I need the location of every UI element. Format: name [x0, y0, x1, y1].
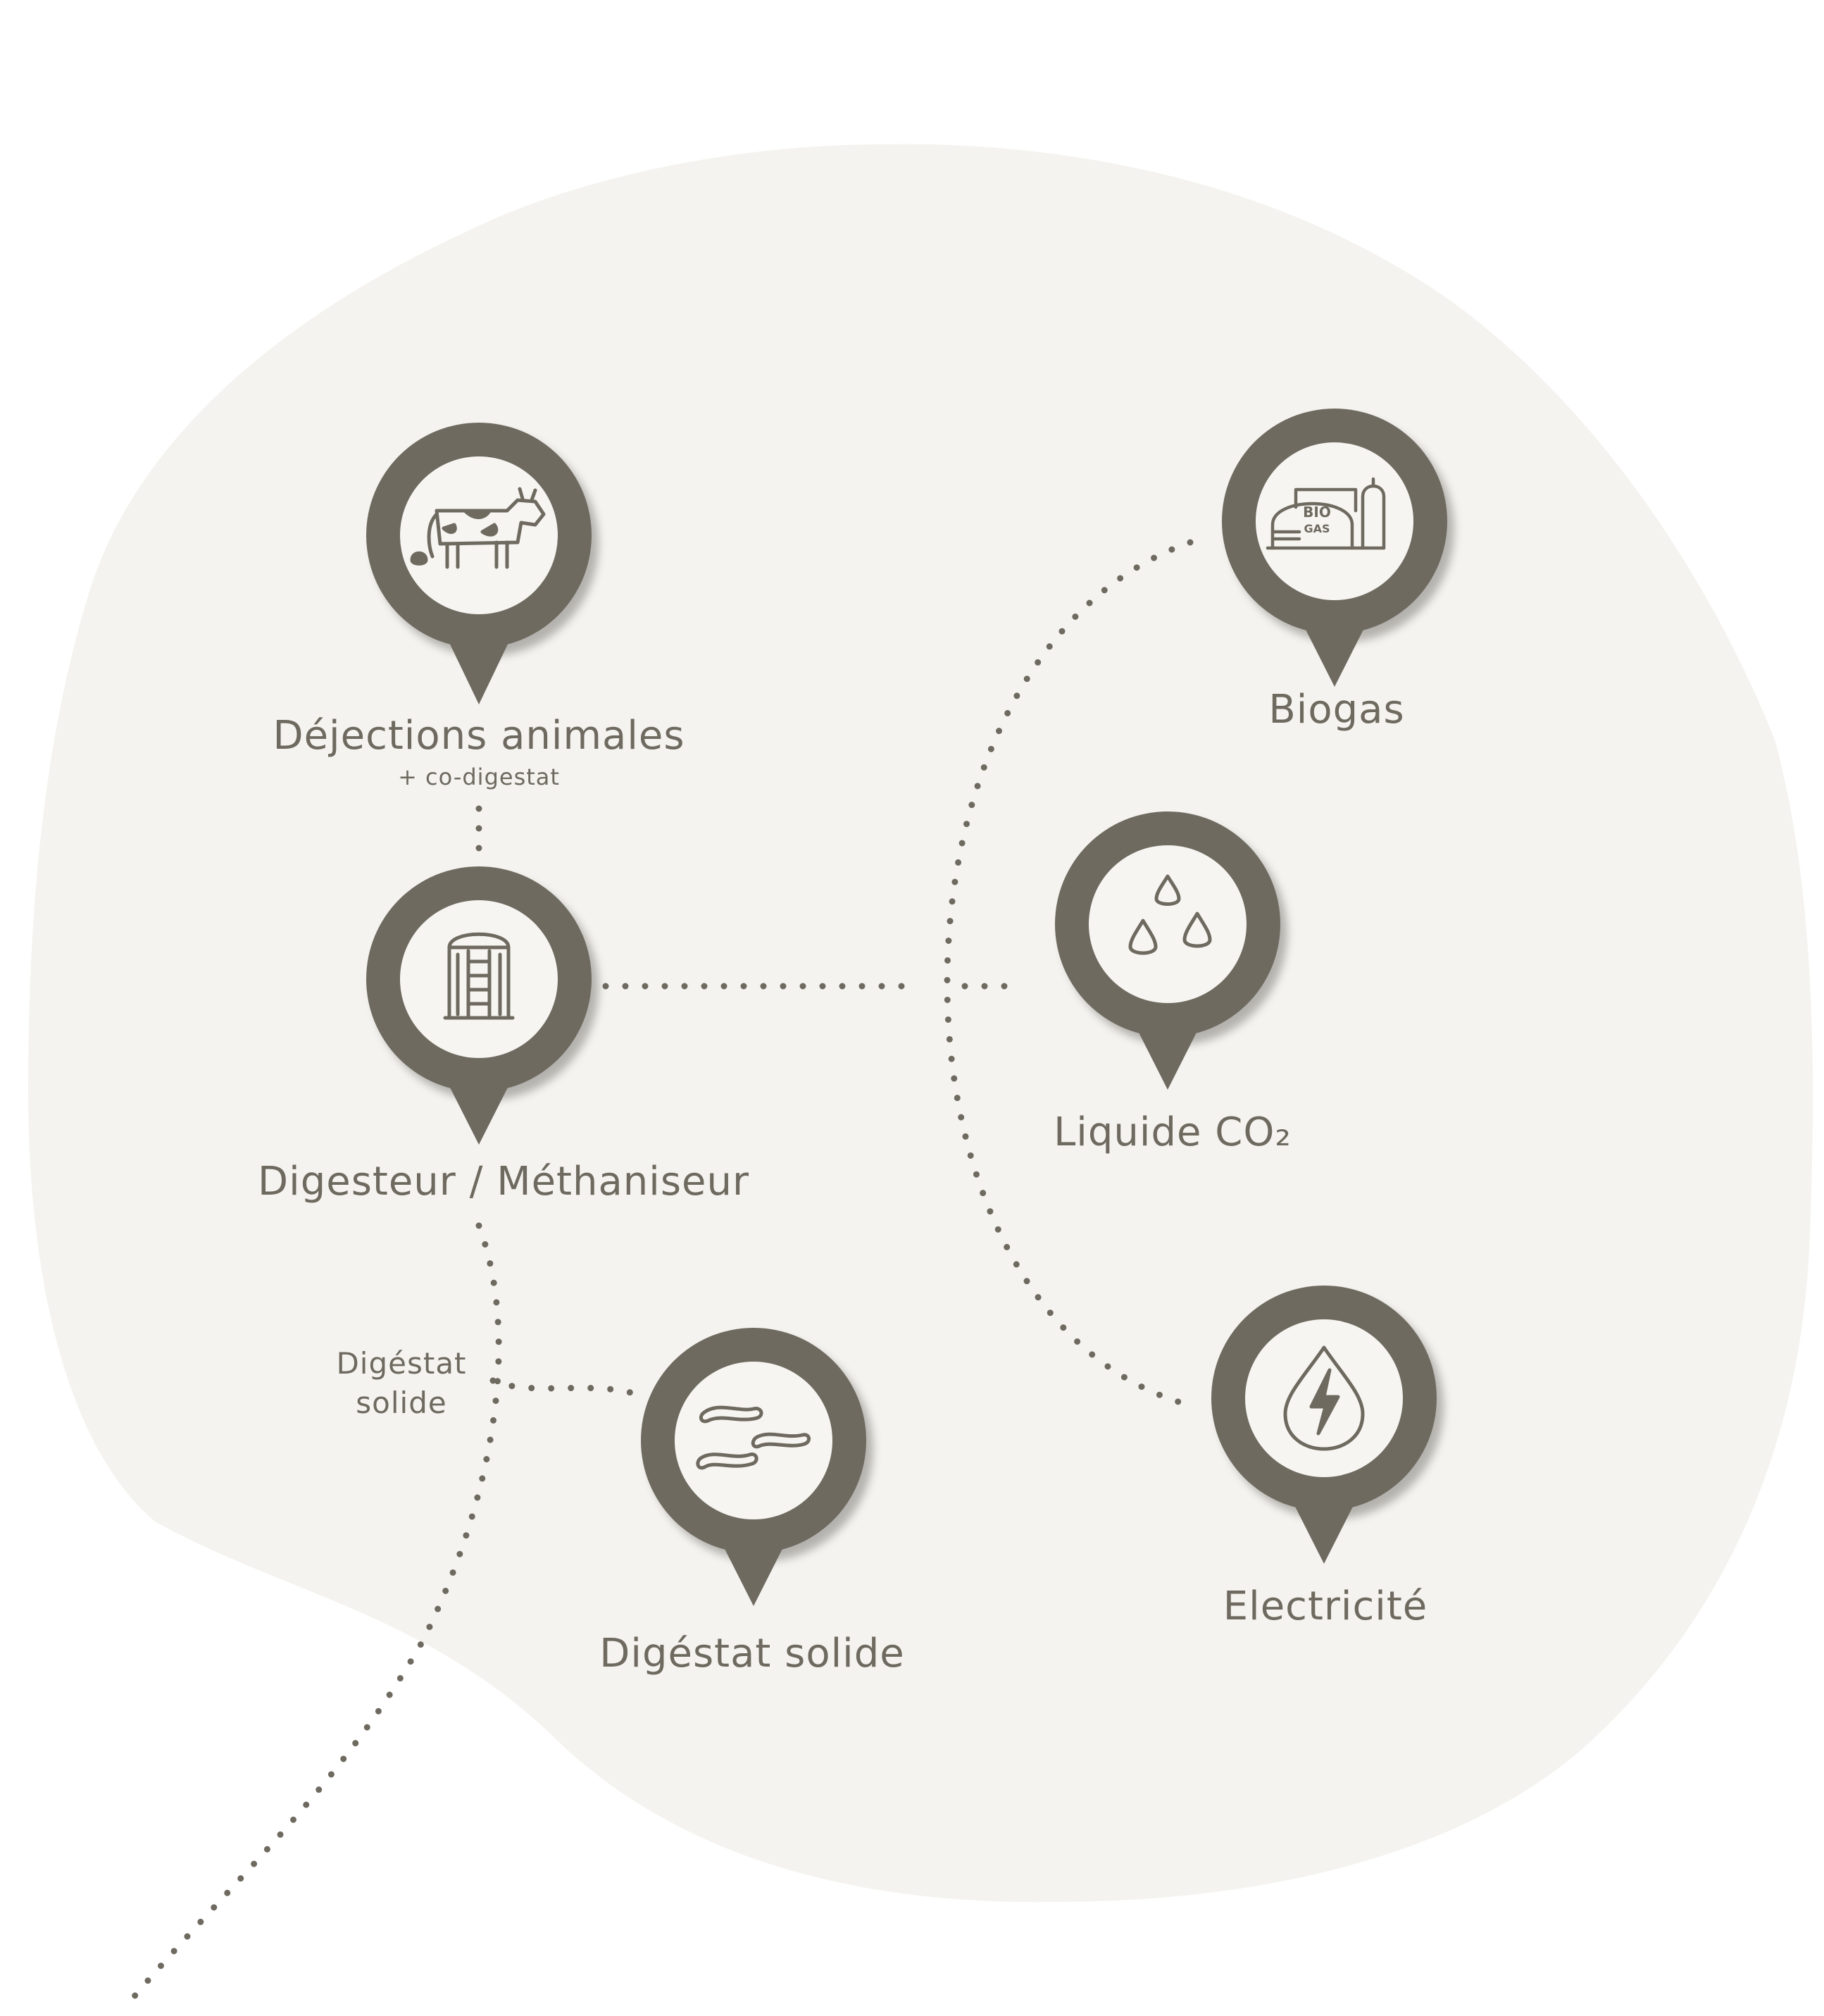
lightning-drop-icon: [1283, 1345, 1365, 1451]
biogas-icon-text-bio: BIO: [1303, 504, 1331, 521]
biogas-icon-text-gas: GAS: [1304, 522, 1330, 535]
cow-icon: [410, 487, 546, 569]
worms-icon: [696, 1405, 811, 1470]
edge-label-digestat-line2: solide: [356, 1386, 447, 1420]
connector-branch-digestat: [489, 1377, 651, 1402]
pin-digestat: [641, 1328, 873, 1606]
pin-dejections: [366, 423, 599, 704]
silo-icon: [443, 932, 515, 1020]
label-co2: Liquide CO₂: [1054, 1109, 1292, 1155]
edge-label-digestat: Digéstat solide: [336, 1344, 466, 1423]
connectors: [130, 539, 1194, 2001]
connector-arc-outputs: [944, 539, 1194, 1409]
pin-electricite: [1211, 1286, 1444, 1564]
pin-digesteur: [366, 866, 599, 1145]
background-blob: [28, 144, 1813, 1903]
label-electricite: Electricité: [1223, 1583, 1428, 1629]
label-dejections: Déjections animales: [273, 713, 685, 759]
pin-biogas: BIO GAS: [1222, 409, 1454, 687]
biogas-plant-icon: BIO GAS: [1266, 477, 1386, 550]
droplets-icon: [1128, 874, 1212, 955]
label-digestat: Digéstat solide: [599, 1631, 905, 1676]
label-digesteur: Digesteur / Méthaniseur: [258, 1159, 749, 1205]
sublabel-dejections: + co-digestat: [398, 764, 560, 790]
edge-label-digestat-line1: Digéstat: [336, 1346, 467, 1381]
label-biogas: Biogas: [1268, 687, 1405, 733]
pin-co2: [1055, 811, 1287, 1090]
